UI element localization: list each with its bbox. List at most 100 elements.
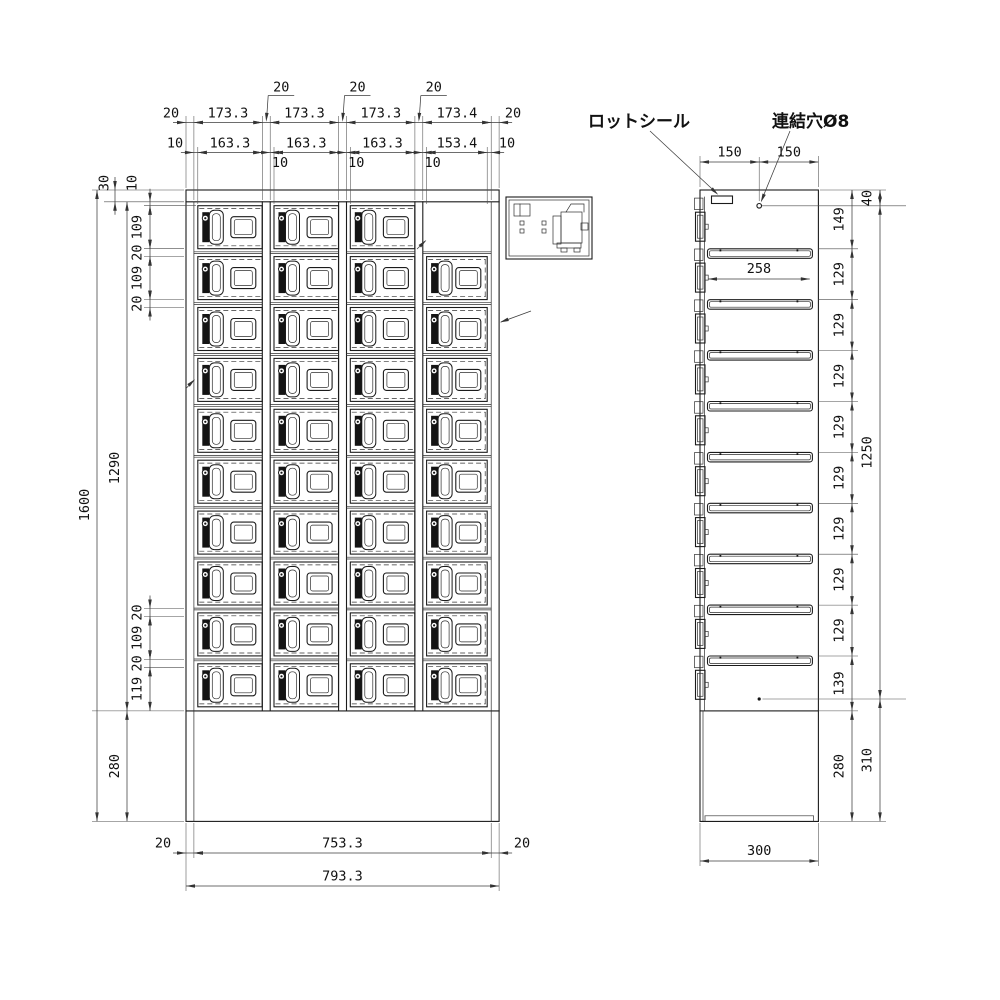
detail-part [519, 220, 525, 226]
locker-door [349, 612, 416, 657]
door-handle [361, 413, 377, 449]
locker-door [426, 612, 488, 657]
handle-inner [440, 671, 450, 700]
link-hole [756, 202, 763, 209]
lock-bar [278, 212, 286, 243]
latch-connector [694, 401, 704, 414]
name-card-window [306, 674, 333, 697]
door-handle [285, 413, 300, 449]
locker-door [426, 357, 488, 402]
handle-inner [211, 569, 221, 598]
handle-inner [440, 620, 450, 649]
dimension-arrow [850, 392, 854, 402]
locker-door [426, 561, 488, 606]
door-handle [208, 464, 224, 500]
shelf-dot [719, 300, 722, 303]
dimension-arrow [878, 812, 882, 822]
window-inner [310, 524, 329, 541]
latch-knob [704, 223, 709, 230]
key-cylinder-center [204, 369, 207, 372]
handle-inner [288, 315, 297, 343]
lock-bar [202, 466, 210, 497]
lock-bar [354, 568, 362, 599]
dimension-arrow [125, 701, 129, 711]
dimension-arrow [878, 690, 882, 699]
door-handle [208, 616, 224, 652]
key-cylinder-center [204, 268, 207, 271]
locker-door [426, 306, 488, 352]
door-handle [285, 515, 300, 551]
shelf-dot [719, 656, 722, 659]
door-handle [437, 566, 453, 601]
window-inner [310, 677, 329, 694]
latch-knob [704, 376, 709, 383]
key-cylinder-center [356, 522, 359, 525]
lock-bar [202, 415, 210, 446]
window-inner [386, 422, 406, 439]
dimension-label: 129 [832, 568, 848, 592]
dimension-arrow [850, 290, 854, 300]
handle-inner [364, 467, 374, 496]
lock-bar [202, 619, 210, 650]
dimension-arrow [850, 701, 854, 711]
latch-connector [694, 503, 704, 516]
door-handle [208, 515, 224, 551]
lock-bar [202, 517, 210, 548]
handle-inner [364, 213, 374, 242]
dimension-arrow [261, 150, 271, 155]
locker-door [273, 408, 340, 453]
locker-door [197, 205, 263, 250]
lock-bar [202, 568, 210, 599]
locker-door [197, 510, 263, 555]
door-handle [437, 311, 453, 347]
dimension-arrow [850, 239, 854, 249]
handle-inner [211, 518, 221, 547]
dimension-label: 10 [348, 155, 364, 171]
name-card-window [382, 521, 409, 544]
window-inner [386, 524, 406, 541]
window-inner [386, 677, 406, 694]
locker-door [426, 663, 488, 708]
dimension-arrow [95, 812, 99, 822]
latch-knob [704, 427, 709, 434]
locker-door [197, 256, 263, 301]
lock-bar [278, 263, 286, 294]
window-inner [310, 372, 329, 388]
shelf-dot [719, 249, 722, 252]
locker-door [349, 459, 416, 504]
key-cylinder-center [356, 573, 359, 576]
name-card-window [455, 419, 482, 442]
dimension-arrow [878, 190, 882, 199]
dimension-label: 20 [130, 244, 146, 260]
locker-door [426, 510, 488, 555]
dimension-arrow [760, 193, 766, 203]
dimension-arrow [193, 851, 203, 855]
lock-bar [354, 517, 362, 548]
lock-bar [354, 415, 362, 446]
dimension-label: 20 [514, 836, 530, 852]
dimension-label: 10 [499, 136, 515, 152]
key-cylinder-center [204, 624, 207, 627]
name-card-window [306, 572, 333, 595]
key-cylinder-center [433, 573, 436, 576]
dimension-arrow [253, 120, 263, 125]
latch-connector [694, 452, 704, 465]
dimension-arrow [499, 317, 509, 323]
detail-part [580, 222, 589, 231]
window-inner [233, 473, 253, 490]
dimension-arrow [759, 160, 769, 164]
window-inner [310, 575, 329, 592]
door-handle [285, 667, 300, 703]
window-inner [310, 422, 329, 439]
name-card-window [306, 470, 333, 493]
locker-door [349, 306, 416, 352]
dimension-arrow [346, 120, 356, 125]
handle-inner [440, 315, 450, 343]
door-handle [361, 566, 377, 601]
dimension-label: 173.4 [437, 106, 478, 122]
handle-inner [440, 467, 450, 496]
shelf-dot [796, 656, 799, 659]
dimension-arrow [850, 545, 854, 555]
shelf-dot [719, 453, 722, 455]
